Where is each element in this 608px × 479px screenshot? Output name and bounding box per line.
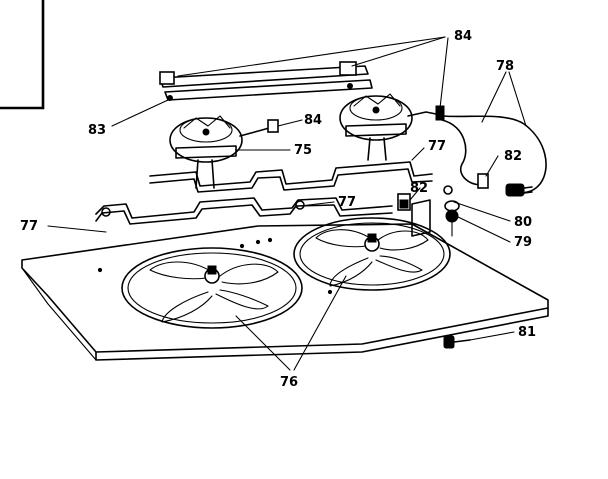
power-cord xyxy=(441,115,547,197)
callout-labels: 84 78 83 84 75 77 82 82 77 77 80 79 81 7… xyxy=(20,29,536,390)
fan-blade-left xyxy=(121,247,303,329)
screw xyxy=(443,335,471,349)
base-panel xyxy=(21,223,549,361)
callout-77-right: 77 xyxy=(428,139,446,154)
callout-78: 78 xyxy=(496,59,514,74)
callout-77-mid: 77 xyxy=(338,195,356,210)
callout-81: 81 xyxy=(518,325,536,340)
callout-83: 83 xyxy=(88,123,106,138)
callout-76: 76 xyxy=(280,375,298,390)
callout-77-left: 77 xyxy=(20,219,38,234)
motor-mount-bracket-lower xyxy=(95,197,393,225)
callout-leaders xyxy=(47,36,527,371)
callout-82-right: 82 xyxy=(504,149,522,164)
callout-82-mid: 82 xyxy=(410,181,428,196)
callout-80: 80 xyxy=(514,215,532,230)
fan-blade-right xyxy=(293,217,451,291)
page-corner-mark xyxy=(0,0,45,110)
switch-assembly xyxy=(397,185,460,237)
callout-84-mid: 84 xyxy=(304,113,322,128)
callout-79: 79 xyxy=(514,235,532,250)
callout-84-top: 84 xyxy=(454,29,472,44)
mounting-bracket xyxy=(159,61,373,101)
fan-motor-right xyxy=(339,93,445,161)
callout-75: 75 xyxy=(294,143,312,158)
motor-mount-bracket-upper xyxy=(149,161,433,193)
